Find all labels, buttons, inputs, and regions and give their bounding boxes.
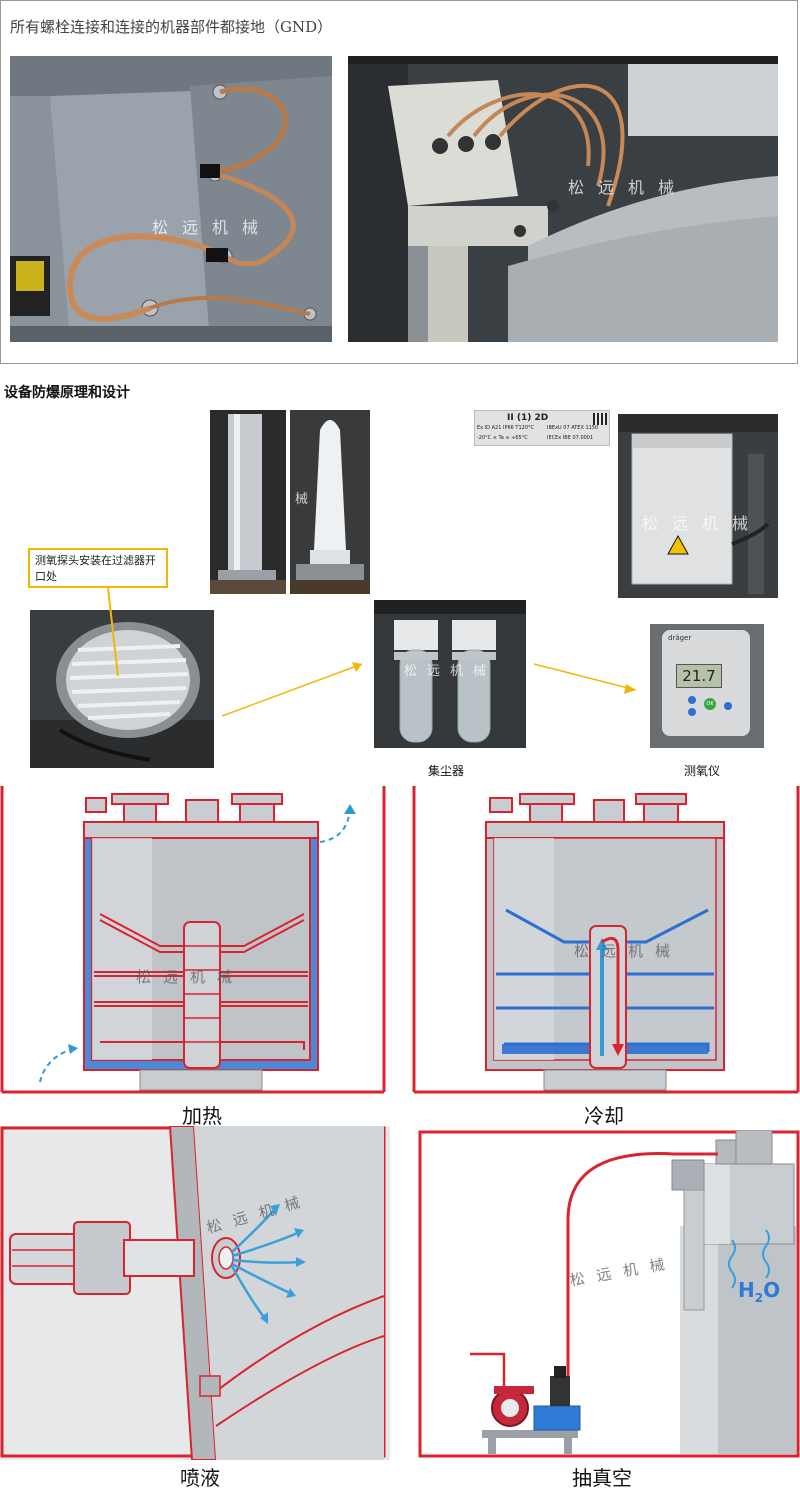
- grounding-photo-left: 松远机械: [10, 56, 332, 342]
- qr-code-icon: [593, 413, 607, 425]
- oxygen-meter-photo: dräger 21.7 OK: [650, 624, 764, 748]
- heating-diagram: [0, 786, 386, 1094]
- dust-collector-photo: 松远机械: [374, 600, 526, 748]
- meter-brand: dräger: [668, 634, 692, 642]
- heating-label: 加热: [182, 1104, 222, 1128]
- watermark-3: 松远机械: [290, 492, 319, 507]
- vacuum-label: 抽真空: [572, 1466, 632, 1490]
- h2o-o: O: [763, 1278, 781, 1302]
- watermark-5: 松远机械: [404, 664, 497, 679]
- watermark-2: 松远机械: [568, 178, 689, 197]
- meter-ok-button[interactable]: OK: [704, 698, 716, 710]
- filter-photo-left: [210, 410, 286, 594]
- cooling-diagram: [412, 786, 800, 1094]
- h2o-h: H: [738, 1278, 755, 1302]
- watermark-1: 松远机械: [152, 218, 273, 237]
- oxygen-meter-label: 测氧仪: [684, 764, 721, 778]
- atex-plate: II (1) 2D Ex ID A21 IP66 T120°C IBExU 07…: [474, 410, 610, 446]
- watermark-6: 松远机械: [136, 968, 245, 986]
- watermark-4: 松远机械: [642, 514, 763, 533]
- meter-button-2[interactable]: [688, 708, 696, 716]
- filter-photo-right: 松远机械: [290, 410, 370, 594]
- probe-callout-text: 测氧探头安装在过滤器开口处: [35, 554, 156, 583]
- meter-button-3[interactable]: [724, 702, 732, 710]
- meter-reading: 21.7: [676, 664, 722, 688]
- callout-pointer: [107, 587, 637, 717]
- collector-label: 集尘器: [428, 764, 465, 778]
- top-caption: 所有螺栓连接和连接的机器部件都接地（GND）: [10, 18, 333, 36]
- plate-line5: IECEx IBE 07.0001: [547, 435, 594, 441]
- plate-line1: II (1) 2D: [507, 413, 549, 423]
- grounding-photo-right: 松远机械: [348, 56, 778, 342]
- cooling-label: 冷却: [584, 1104, 624, 1128]
- plate-line3: IBExU 07 ATEX 1150: [547, 425, 599, 431]
- vacuum-diagram: [418, 1130, 800, 1458]
- plate-line4: -20°C ≤ Ta ≤ +65°C: [477, 435, 528, 441]
- spray-diagram: [0, 1126, 390, 1460]
- plate-line2: Ex ID A21 IP66 T120°C: [477, 425, 535, 431]
- junction-box-photo: 松远机械: [618, 414, 778, 598]
- filter-opening-photo: [30, 610, 214, 768]
- meter-button-1[interactable]: [688, 696, 696, 704]
- section-title: 设备防爆原理和设计: [4, 385, 130, 401]
- watermark-7: 松远机械: [574, 942, 683, 960]
- probe-callout: 测氧探头安装在过滤器开口处: [28, 548, 168, 588]
- h2o-sub: 2: [754, 1291, 764, 1305]
- spray-label: 喷液: [180, 1466, 220, 1490]
- h2o-label: H2O: [738, 1278, 780, 1305]
